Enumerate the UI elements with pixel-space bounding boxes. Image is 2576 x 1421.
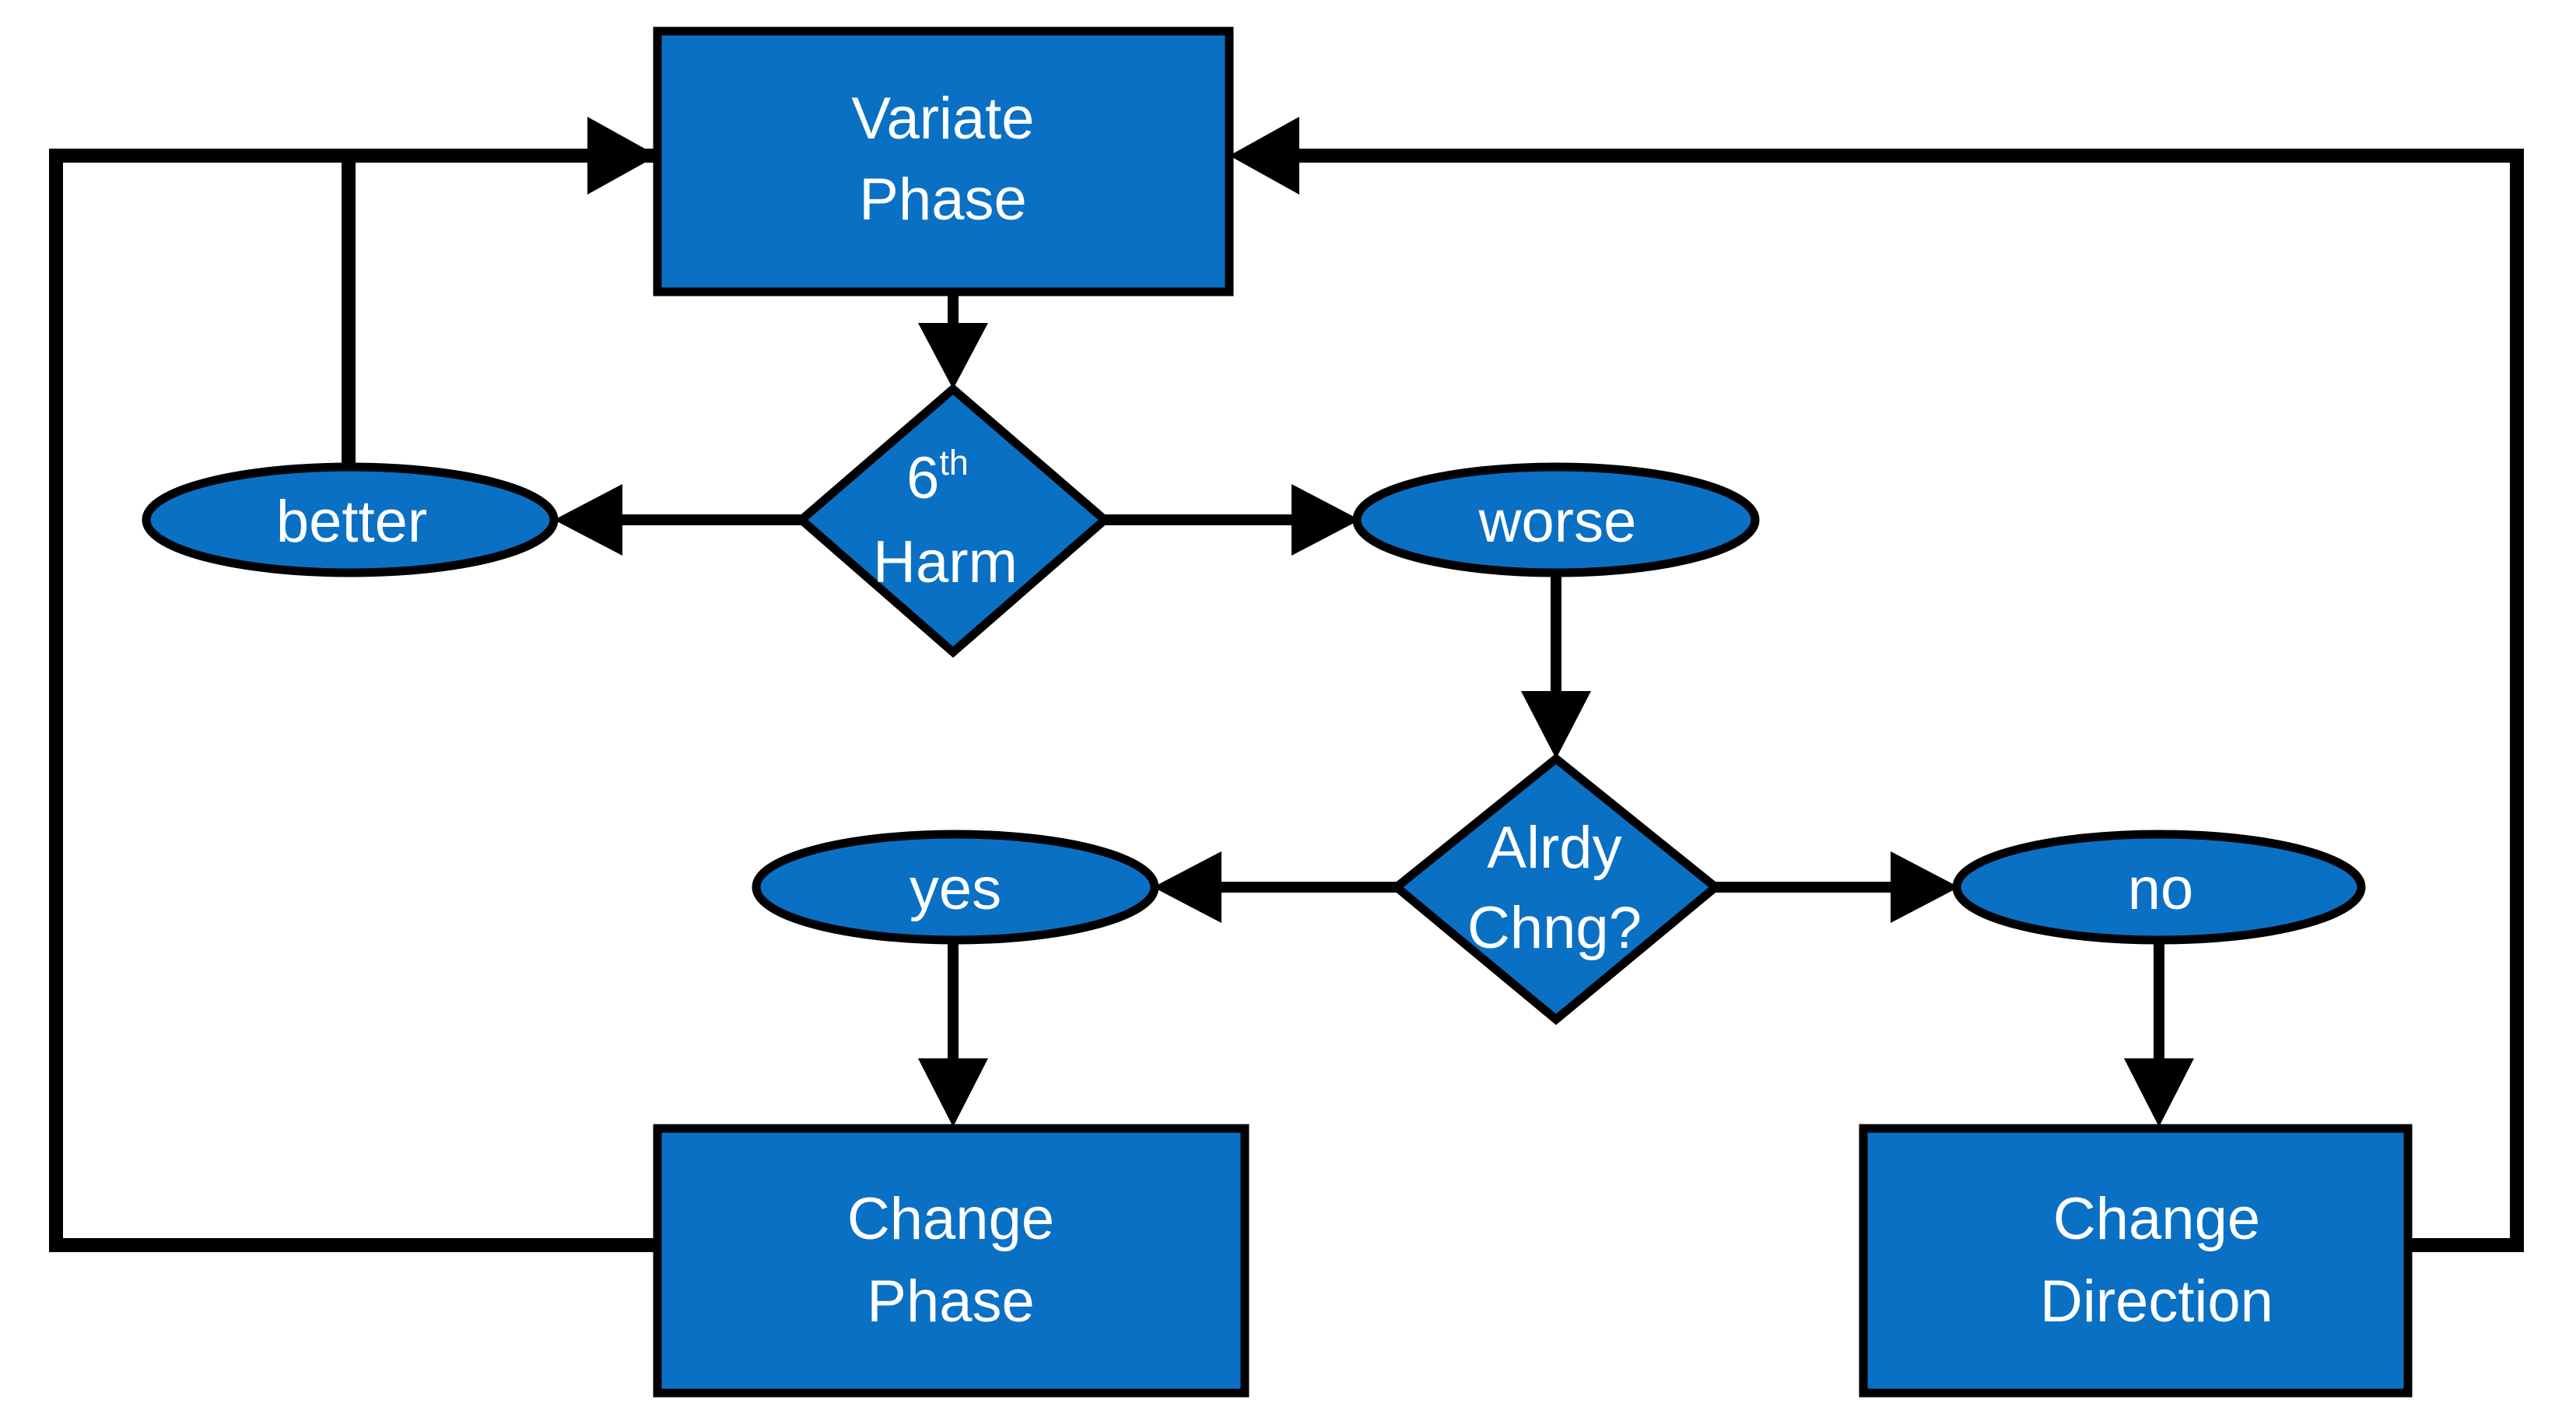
node-change-phase[interactable]: Change Phase xyxy=(653,1124,1249,1398)
arrowhead-into-better xyxy=(554,484,622,556)
arrowhead-into-worse xyxy=(1292,484,1360,556)
edge-change-direction-to-variate-phase xyxy=(1288,149,2524,1252)
variate-phase-shape xyxy=(653,26,1234,296)
variate-phase-label-line2: Phase xyxy=(859,167,1027,233)
node-worse[interactable]: worse xyxy=(1352,462,1760,577)
arrowhead-into-variate-phase-left xyxy=(587,117,657,195)
change-phase-label-line1: Change xyxy=(847,1186,1054,1252)
node-alrdy-chng[interactable]: Alrdy Chng? xyxy=(1390,753,1723,1026)
arrowhead-into-no xyxy=(1891,851,1959,923)
worse-shape xyxy=(1352,462,1760,577)
arrowhead-into-variate-phase-right xyxy=(1229,117,1299,195)
node-variate-phase[interactable]: Variate Phase xyxy=(653,26,1234,296)
alrdy-chng-label-line2: Chng? xyxy=(1467,895,1642,961)
change-phase-label-line2: Phase xyxy=(867,1268,1035,1335)
alrdy-chng-shape xyxy=(1390,753,1723,1026)
variate-phase-label-line1: Variate xyxy=(851,86,1034,152)
edge-change-phase-to-variate-phase xyxy=(49,149,1167,1252)
arrowhead-into-change-phase xyxy=(918,1058,988,1127)
change-direction-shape xyxy=(1859,1124,2413,1398)
arrowhead-into-sixth-harm xyxy=(918,323,988,389)
node-change-direction[interactable]: Change Direction xyxy=(1859,1124,2413,1398)
sixth-harm-ordinal-base: 6 xyxy=(906,445,939,511)
change-phase-shape xyxy=(653,1124,1249,1398)
better-shape xyxy=(142,462,559,577)
arrowhead-into-alrdy-chng xyxy=(1521,691,1591,759)
sixth-harm-shape xyxy=(794,383,1112,658)
worse-label: worse xyxy=(1478,489,1637,555)
sixth-harm-label-line1: 6th xyxy=(906,443,969,511)
no-shape xyxy=(1952,830,2366,945)
yes-label: yes xyxy=(909,856,1001,922)
sixth-harm-ordinal-superscript: th xyxy=(939,443,969,482)
better-label: better xyxy=(276,489,427,555)
change-direction-label-line1: Change xyxy=(2053,1186,2260,1252)
node-yes[interactable]: yes xyxy=(752,830,1159,945)
sixth-harm-label-line2: Harm xyxy=(873,529,1018,595)
arrowhead-into-yes xyxy=(1153,851,1221,923)
node-sixth-harm[interactable]: 6th Harm xyxy=(794,383,1112,658)
change-direction-label-line2: Direction xyxy=(2040,1268,2273,1335)
yes-shape xyxy=(752,830,1159,945)
alrdy-chng-label-line1: Alrdy xyxy=(1487,815,1621,881)
no-label: no xyxy=(2128,856,2194,922)
arrowhead-into-change-direction xyxy=(2124,1058,2194,1127)
node-no[interactable]: no xyxy=(1952,830,2366,945)
node-better[interactable]: better xyxy=(142,462,559,577)
